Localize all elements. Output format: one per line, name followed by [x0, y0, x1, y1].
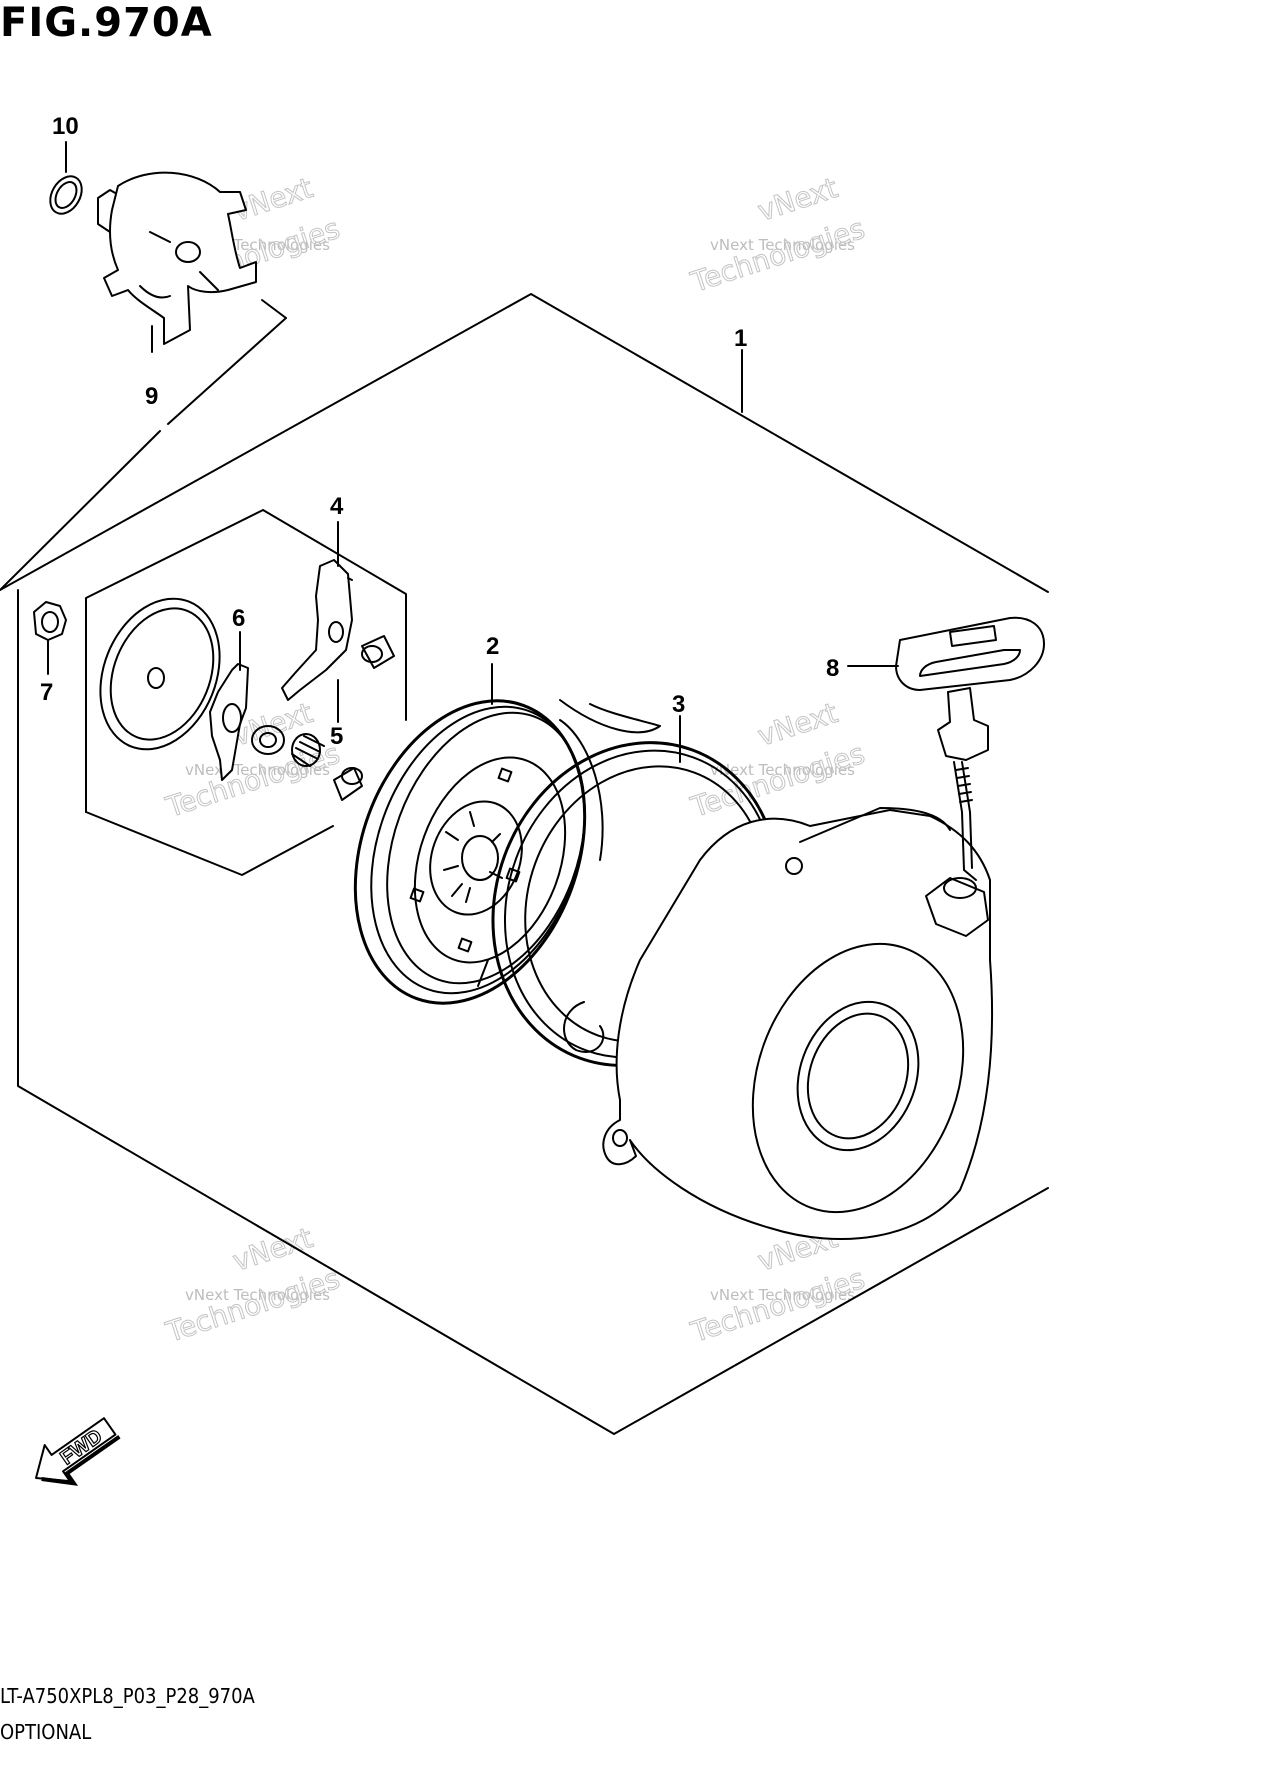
part-o-ring	[49, 175, 83, 215]
part-ratchet-pawl	[281, 559, 353, 701]
callout-7: 7	[40, 679, 53, 706]
figure-title: FIG.970A	[0, 0, 213, 46]
callout-10: 10	[52, 113, 79, 140]
leader-item9	[0, 299, 287, 591]
callout-4: 4	[330, 493, 344, 520]
diagram-code: LT-A750XPL8_P03_P28_970A	[0, 1684, 255, 1708]
watermark-text: vNext Technologies	[710, 236, 855, 254]
watermark-text: vNext Technologies	[185, 1286, 330, 1304]
callout-leaders	[47, 141, 899, 763]
watermark-text-large-2: Technologies	[686, 737, 868, 824]
watermark-text-large-2: Technologies	[161, 1262, 343, 1349]
part-starter-handle	[895, 616, 1045, 881]
watermark-top-right: vNext Technologies vNext Technologies	[686, 171, 869, 300]
assembly-outline-box	[0, 293, 1049, 1435]
watermark-text-large-1: vNext	[754, 696, 842, 753]
part-friction-plate	[99, 597, 221, 751]
part-drive-cup	[97, 171, 257, 345]
watermark-mid-right: vNext Technologies vNext Technologies	[686, 696, 869, 825]
watermark-text: vNext Technologies	[710, 761, 855, 779]
watermark-bottom-left: vNext Technologies vNext Technologies	[161, 1221, 344, 1350]
callout-5: 5	[330, 723, 343, 750]
part-spring	[251, 725, 325, 767]
part-starter-housing	[602, 807, 994, 1241]
callout-2: 2	[486, 633, 499, 660]
callout-6: 6	[232, 605, 245, 632]
subassembly-outline-box	[85, 509, 407, 876]
callout-1: 1	[734, 325, 747, 352]
part-spring-plate	[209, 663, 249, 781]
diagram-note: OPTIONAL	[0, 1720, 92, 1744]
part-collar	[333, 767, 363, 801]
part-nut	[33, 601, 67, 641]
callout-8: 8	[826, 655, 839, 682]
watermark-text-large-1: vNext	[229, 1221, 317, 1278]
fwd-arrow-icon: FWD	[35, 1417, 121, 1486]
part-reel	[353, 699, 661, 1005]
callouts: 10 9 1 4 6 5 7 2 3 8	[40, 113, 839, 750]
watermark-text-large-2: Technologies	[686, 212, 868, 299]
callout-9: 9	[145, 383, 158, 410]
watermark-text: vNext Technologies	[710, 1286, 855, 1304]
watermark-text-large-1: vNext	[754, 171, 842, 228]
callout-3: 3	[672, 691, 685, 718]
part-pawl-pin	[361, 635, 395, 669]
